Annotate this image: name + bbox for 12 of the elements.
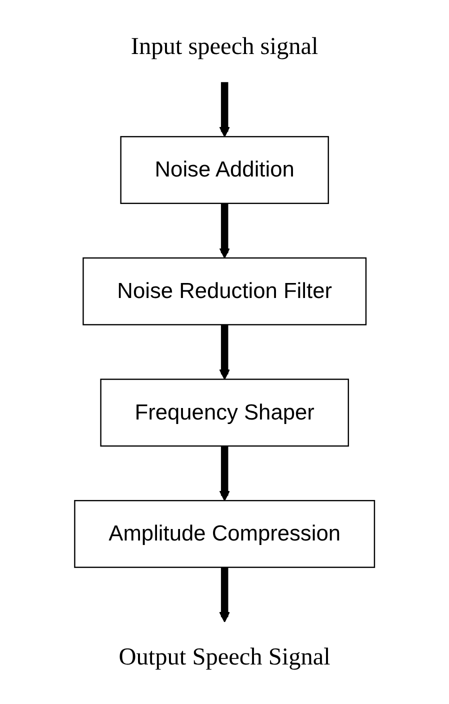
arrow (219, 82, 230, 138)
node-box (120, 136, 329, 204)
node-box (82, 257, 366, 326)
flowchart: Input speech signal Noise Addition Noise Reduction Filter Frequency Shaper Amplitude Compression Output Speech Signal (64, 2, 384, 702)
arrow (219, 446, 230, 502)
node-text: Input speech signal (130, 34, 318, 60)
node-box (74, 500, 375, 568)
node-text: Output Speech Signal (118, 644, 330, 670)
arrow (219, 567, 230, 622)
arrow (219, 324, 230, 380)
node-box (100, 378, 349, 447)
arrow (219, 203, 230, 258)
